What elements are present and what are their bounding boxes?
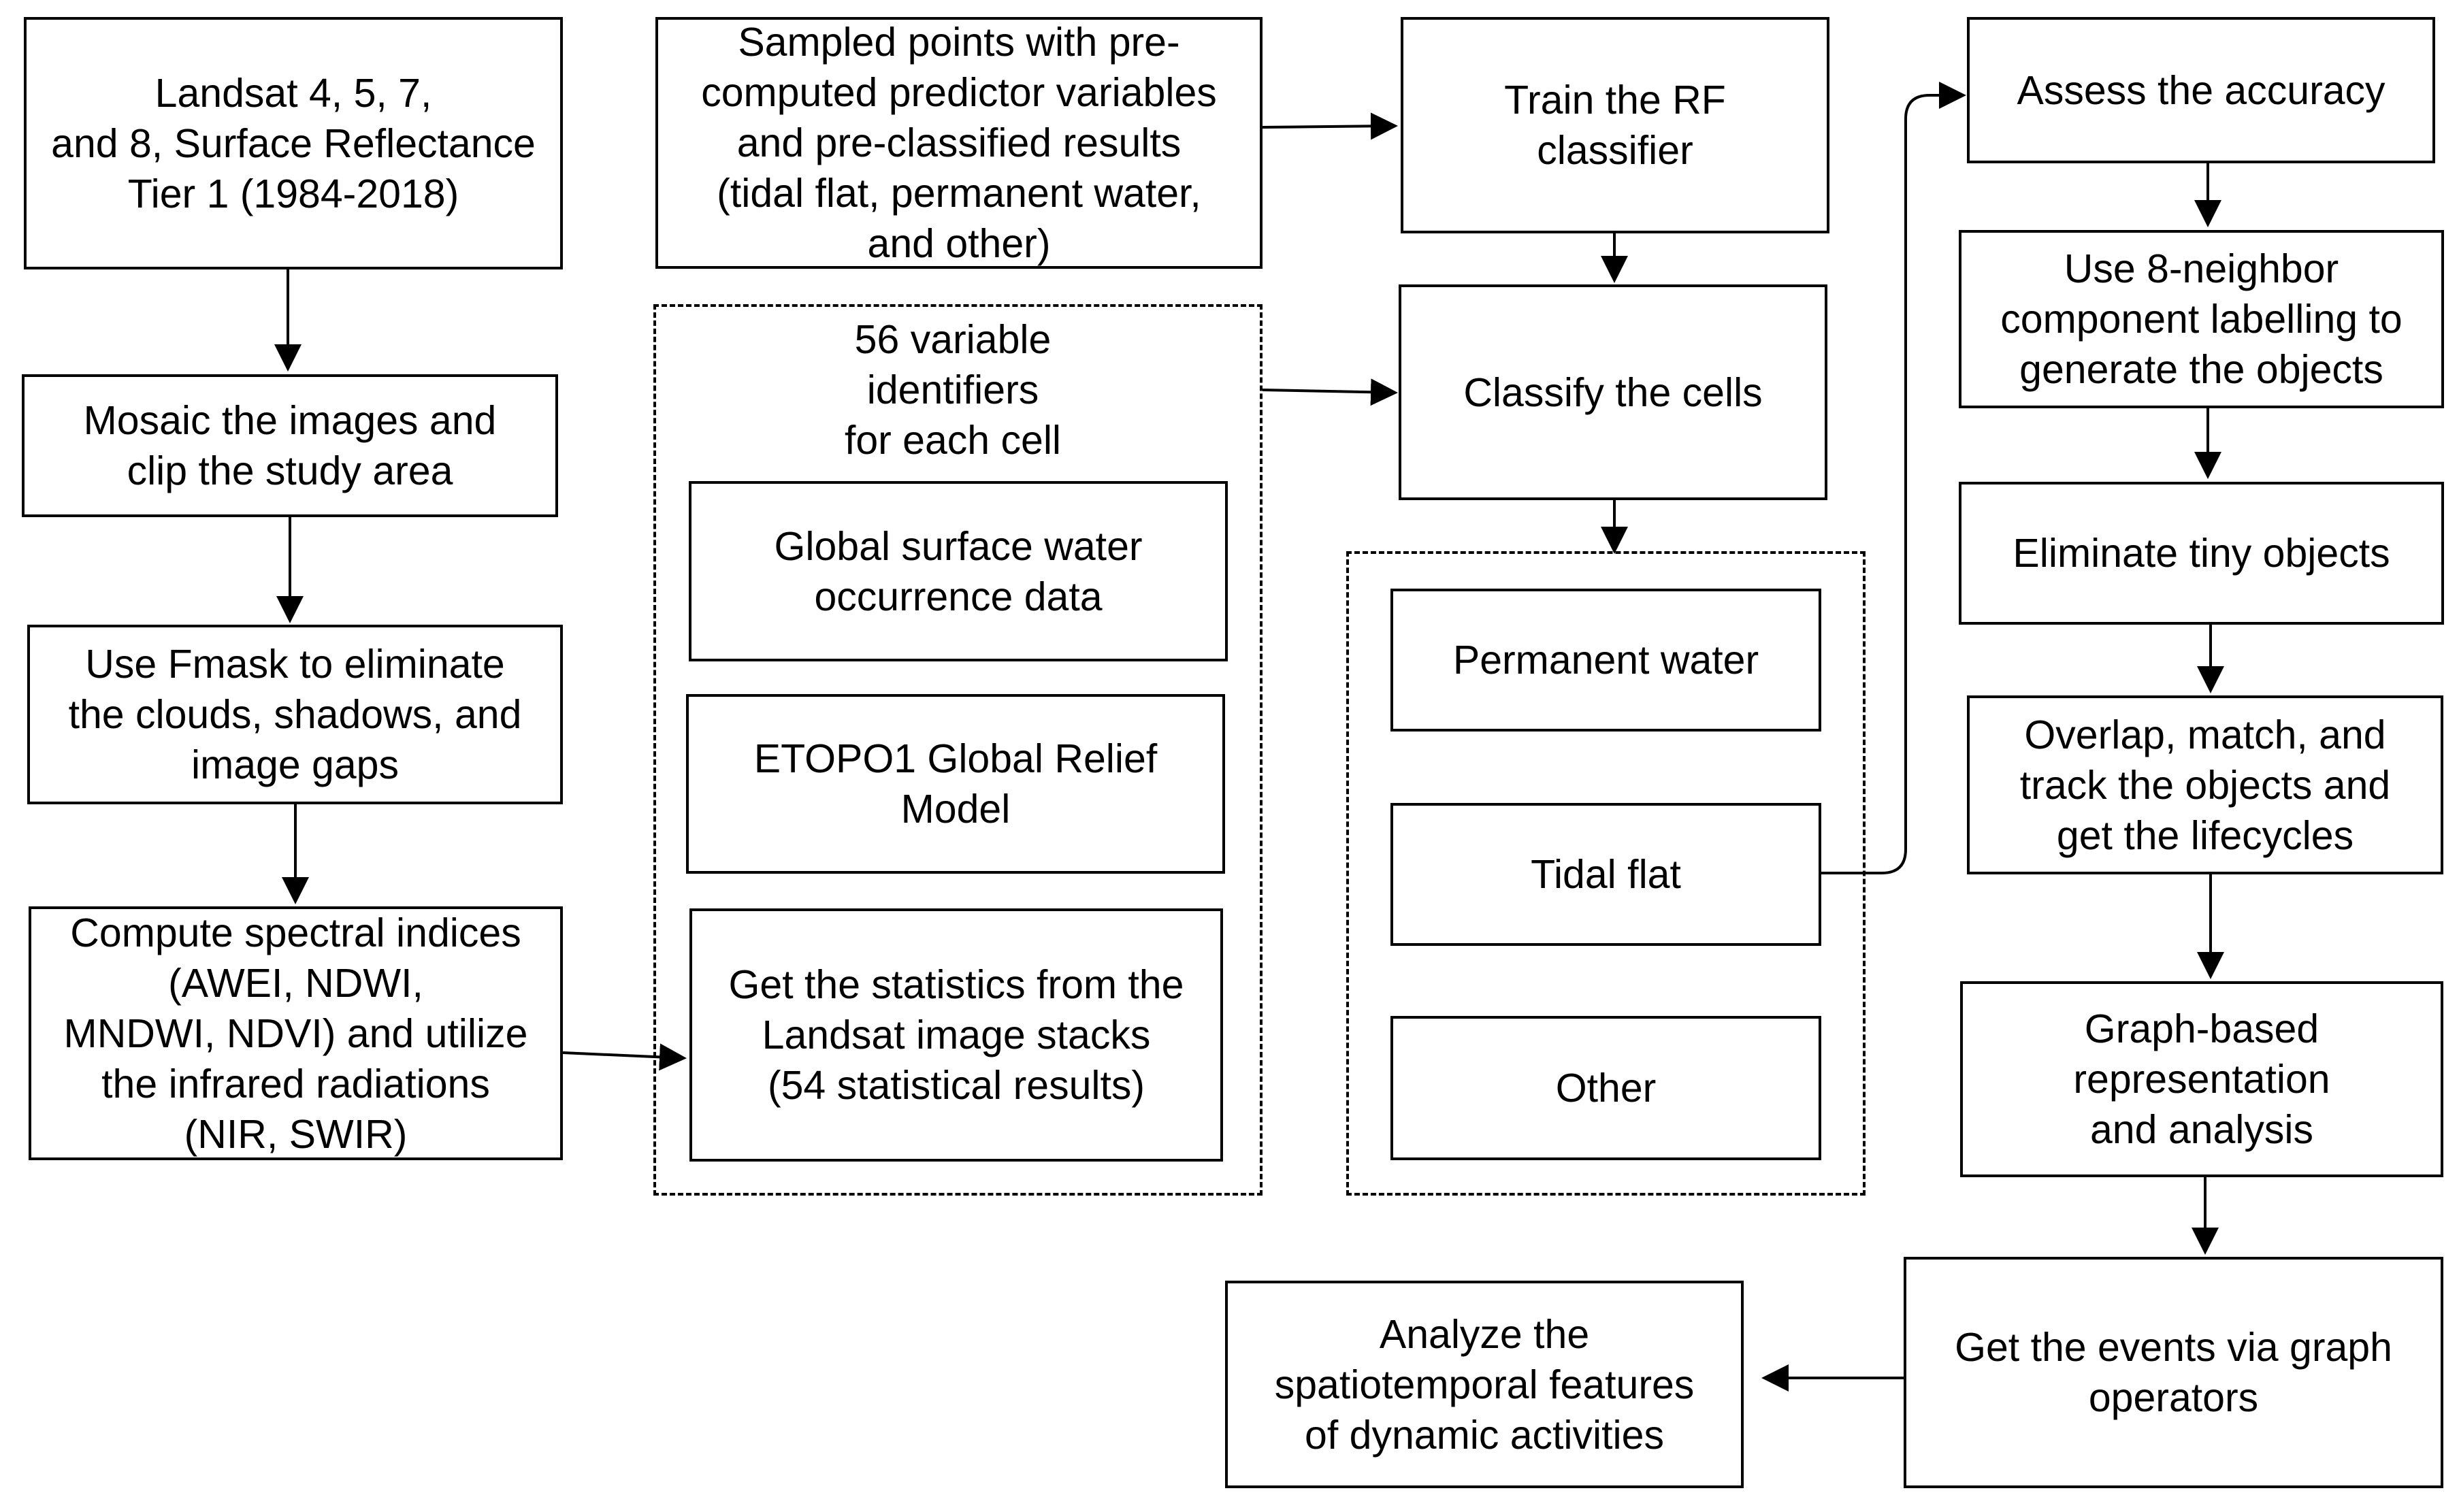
etopo-text: ETOPO1 Global Relief Model [753, 736, 1158, 832]
graph-analysis-text: Graph-based representation and analysis [2073, 1006, 2330, 1152]
global-water-box: Global surface water occurrence data [689, 481, 1228, 661]
tidal-flat-text: Tidal flat [1531, 852, 1681, 897]
classify-cells-text: Classify the cells [1463, 369, 1763, 415]
other-box: Other [1390, 1016, 1821, 1160]
etopo-box: ETOPO1 Global Relief Model [686, 694, 1225, 874]
sampled-points-box: Sampled points with pre- computed predic… [655, 17, 1263, 269]
graph-events-text: Get the events via graph operators [1955, 1325, 2392, 1420]
accuracy-box: Assess the accuracy [1967, 17, 2435, 163]
fmask-step-box: Use Fmask to eliminate the clouds, shado… [27, 625, 563, 804]
spectral-indices-box: Compute spectral indices (AWEI, NDWI, MN… [29, 906, 563, 1160]
eliminate-tiny-box: Eliminate tiny objects [1959, 482, 2444, 625]
graph-events-box: Get the events via graph operators [1904, 1257, 2443, 1488]
statistics-box: Get the statistics from the Landsat imag… [689, 908, 1223, 1162]
eliminate-tiny-text: Eliminate tiny objects [2013, 531, 2390, 576]
graph-analysis-box: Graph-based representation and analysis [1960, 981, 2443, 1177]
variables-group-label: 56 variable identifiers for each cell [844, 317, 1062, 463]
analyze-features-box: Analyze the spatiotemporal features of d… [1225, 1281, 1744, 1488]
other-text: Other [1555, 1066, 1657, 1111]
landsat-input-text: Landsat 4, 5, 7, and 8, Surface Reflecta… [51, 70, 536, 216]
permanent-water-text: Permanent water [1452, 638, 1759, 683]
spectral-indices-text: Compute spectral indices (AWEI, NDWI, MN… [63, 910, 528, 1157]
arrow-variables-to-classify [1262, 378, 1398, 406]
accuracy-text: Assess the accuracy [2017, 67, 2385, 113]
analyze-features-text: Analyze the spatiotemporal features of d… [1274, 1311, 1695, 1458]
labelling-box: Use 8-neighbor component labelling to ge… [1959, 230, 2444, 408]
labelling-text: Use 8-neighbor component labelling to ge… [2000, 246, 2403, 392]
landsat-input-box: Landsat 4, 5, 7, and 8, Surface Reflecta… [24, 17, 563, 269]
arrow-sampled-to-train [1262, 112, 1398, 140]
classify-cells-box: Classify the cells [1399, 284, 1827, 500]
train-classifier-text: Train the RF classifier [1504, 78, 1726, 173]
overlap-track-box: Overlap, match, and track the objects an… [1967, 695, 2443, 874]
classes-group [1346, 551, 1866, 1196]
overlap-track-text: Overlap, match, and track the objects an… [2019, 712, 2391, 858]
train-classifier-box: Train the RF classifier [1401, 17, 1829, 233]
mosaic-step-box: Mosaic the images and clip the study are… [22, 374, 558, 517]
fmask-step-text: Use Fmask to eliminate the clouds, shado… [68, 642, 522, 787]
permanent-water-box: Permanent water [1390, 589, 1821, 732]
tidal-flat-box: Tidal flat [1390, 803, 1821, 946]
arrow-tidal-to-accuracy [1821, 82, 1966, 874]
global-water-text: Global surface water occurrence data [774, 523, 1143, 619]
statistics-text: Get the statistics from the Landsat imag… [728, 962, 1184, 1108]
arrow-spectral-to-statistics [562, 1043, 687, 1071]
variables-group [653, 304, 1263, 1196]
sampled-points-text: Sampled points with pre- computed predic… [701, 20, 1217, 266]
mosaic-step-text: Mosaic the images and clip the study are… [83, 398, 497, 493]
